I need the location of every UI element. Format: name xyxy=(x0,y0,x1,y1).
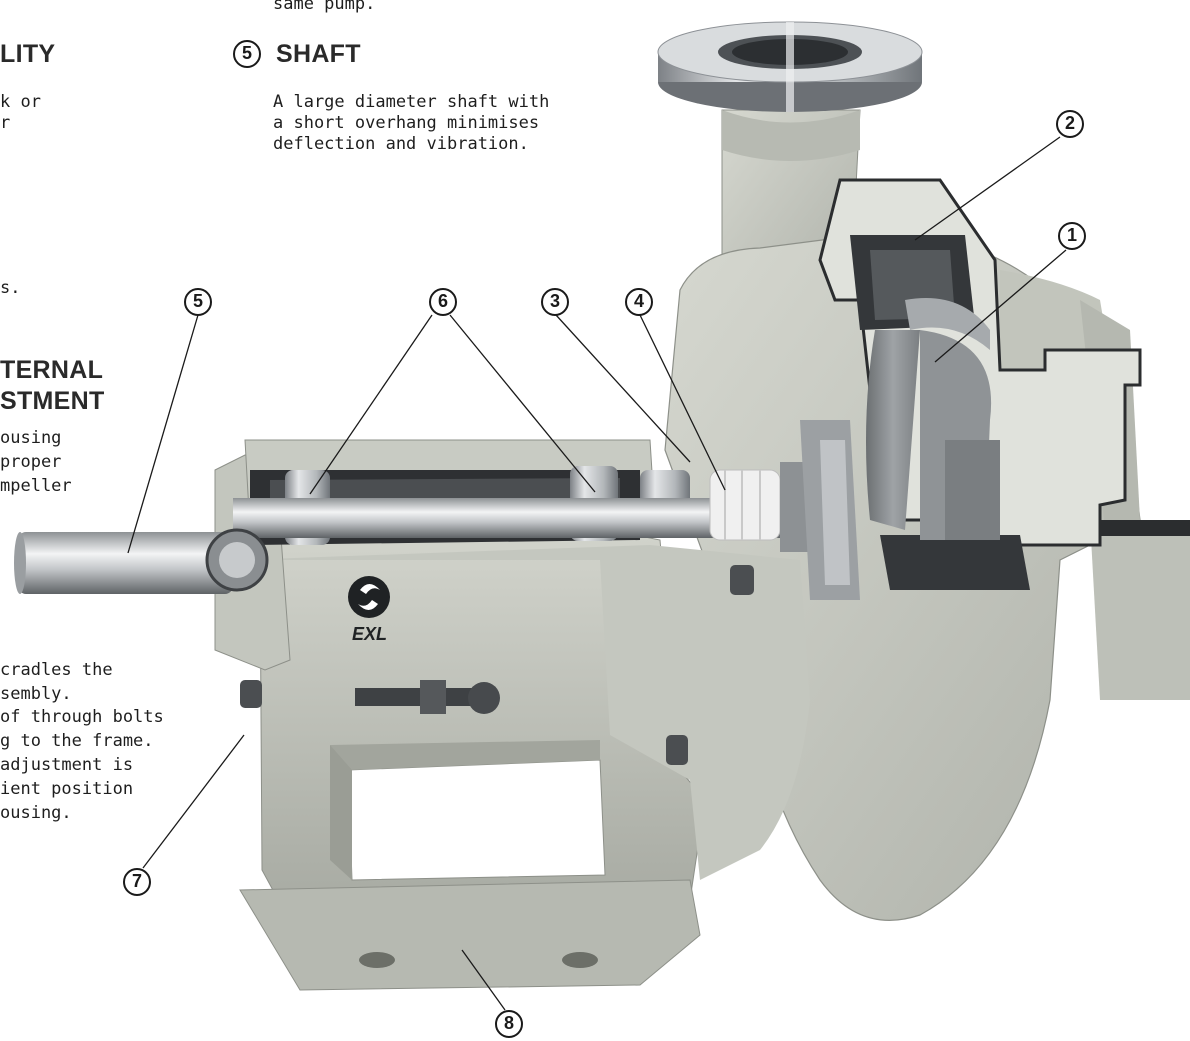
left-text-fragment: s. xyxy=(0,278,21,298)
impeller xyxy=(866,298,1000,540)
callout-badge-7: 7 xyxy=(123,868,151,896)
callout-badge-1: 1 xyxy=(1058,222,1086,250)
stability-line-2: r xyxy=(0,113,11,133)
shaft-section-number: 5 xyxy=(233,40,261,68)
shaft-heading: SHAFT xyxy=(276,40,361,68)
frame-line-7: ousing. xyxy=(0,803,72,823)
adjustment-line-3: mpeller xyxy=(0,476,72,496)
top-text-fragment: same pump. xyxy=(273,0,376,14)
frame-line-1: cradles the xyxy=(0,660,113,680)
frame-line-5: adjustment is xyxy=(0,755,134,775)
frame-line-2: sembly. xyxy=(0,684,72,704)
shaft-line-3: deflection and vibration. xyxy=(273,134,529,154)
adjustment-line-1: ousing xyxy=(0,428,62,448)
shaft-line-2: a short overhang minimises xyxy=(273,113,540,133)
discharge-flange xyxy=(657,21,923,112)
stability-heading: LITY xyxy=(0,40,56,68)
frame-line-3: of through bolts xyxy=(0,707,164,727)
shaft xyxy=(14,498,793,594)
shaft-line-1: A large diameter shaft with xyxy=(273,92,550,112)
callout-badge-4: 4 xyxy=(625,288,653,316)
bearing-frame xyxy=(224,488,810,991)
callout-badge-5: 5 xyxy=(184,288,212,316)
adjustment-heading-line-2: STMENT xyxy=(0,387,105,415)
frame-line-6: ient position xyxy=(0,779,134,799)
adjustment-heading-line-1: TERNAL xyxy=(0,356,104,384)
callout-badge-6: 6 xyxy=(429,288,457,316)
callout-badge-8: 8 xyxy=(495,1010,523,1038)
stability-line-1: k or xyxy=(0,92,41,112)
callout-badge-2: 2 xyxy=(1056,110,1084,138)
frame-line-4: g to the frame. xyxy=(0,731,154,751)
callout-badge-3: 3 xyxy=(541,288,569,316)
brand-logo: EXL xyxy=(348,576,390,644)
adjustment-line-2: proper xyxy=(0,452,62,472)
shaft-sleeve xyxy=(800,420,860,600)
brand-logo-text: EXL xyxy=(352,624,387,644)
